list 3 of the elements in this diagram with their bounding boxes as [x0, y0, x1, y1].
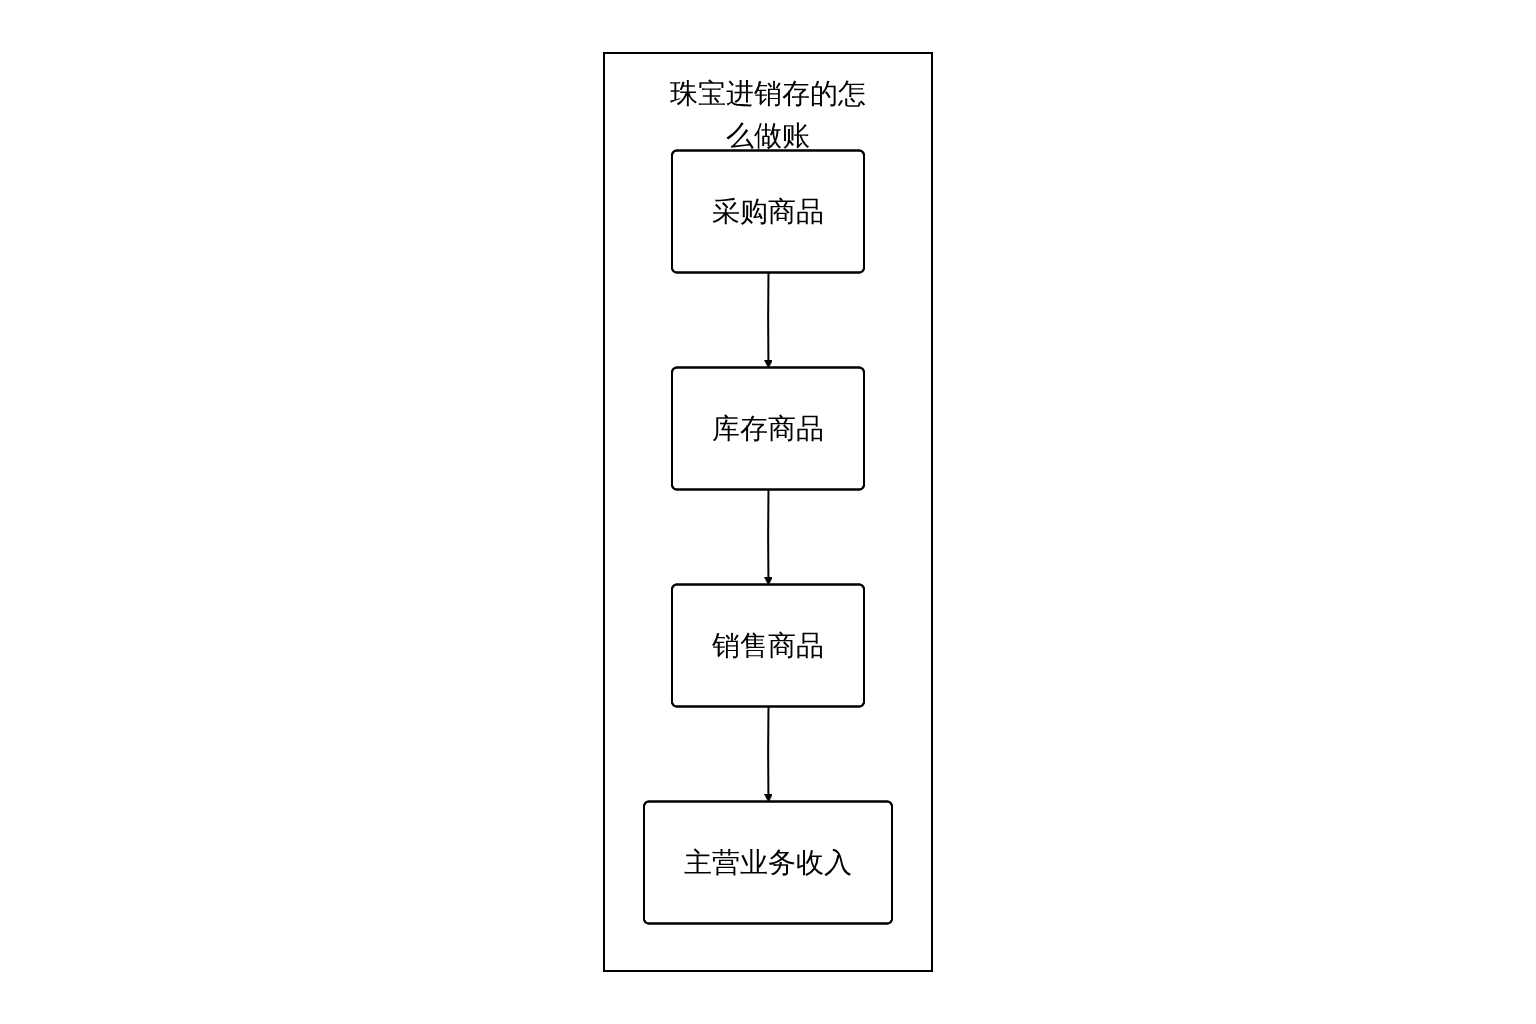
arrow — [764, 272, 773, 369]
arrow — [764, 706, 773, 803]
arrow — [764, 489, 773, 586]
